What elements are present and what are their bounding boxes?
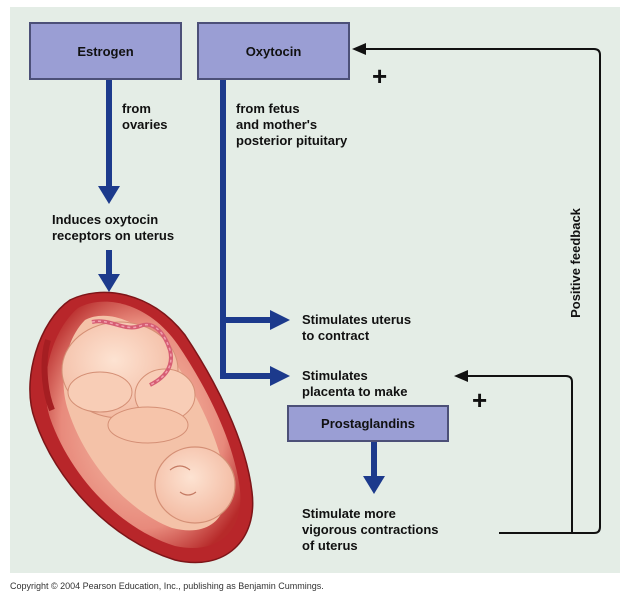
prostaglandins-down-arrow	[363, 442, 385, 494]
stimulates-placenta-label: Stimulates placenta to make	[302, 368, 408, 399]
stimulates-uterus-label: Stimulates uterus to contract	[302, 312, 412, 343]
positive-feedback-inner-arrow	[454, 370, 573, 534]
oxytocin-branch-arrows	[220, 80, 290, 386]
plus-sign-bottom: +	[472, 385, 488, 415]
oxytocin-box: Oxytocin	[197, 22, 350, 80]
prostaglandins-box: Prostaglandins	[287, 405, 449, 442]
copyright-notice: Copyright © 2004 Pearson Education, Inc.…	[10, 581, 324, 591]
estrogen-box: Estrogen	[29, 22, 182, 80]
fetus-in-uterus-illustration	[29, 291, 254, 564]
stimulate-contractions-label: Stimulate more vigorous contractions of …	[302, 506, 439, 553]
from-ovaries-label: from ovaries	[122, 101, 168, 132]
positive-feedback-label: Positive feedback	[567, 208, 583, 318]
estrogen-down-arrow-2	[98, 250, 120, 292]
positive-feedback-outer-arrow	[352, 43, 601, 534]
plus-sign-top: +	[372, 61, 388, 91]
induces-receptors-label: Induces oxytocin receptors on uterus	[52, 212, 175, 243]
from-fetus-label: from fetus and mother's posterior pituit…	[236, 101, 348, 148]
estrogen-down-arrow-1	[98, 80, 120, 204]
